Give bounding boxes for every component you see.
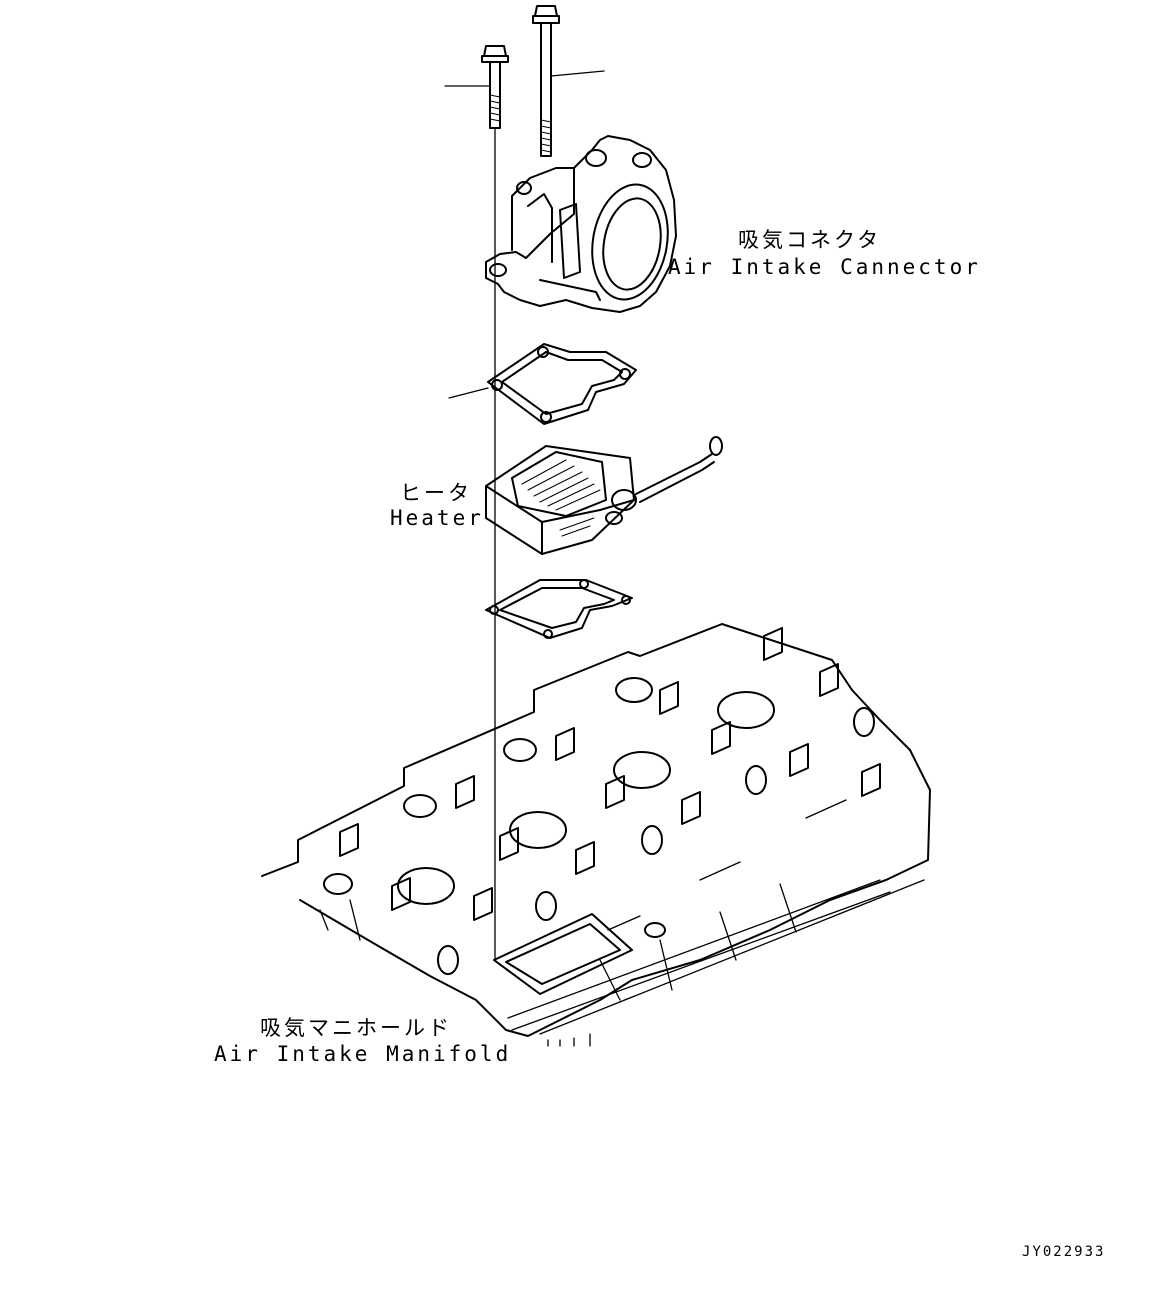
air-intake-connector-label-jp: 吸気コネクタ xyxy=(738,228,882,252)
air-intake-connector-label-en: Air Intake Cannector xyxy=(668,255,981,279)
heater-label-en: Heater xyxy=(390,506,484,530)
air-intake-manifold-label-en: Air Intake Manifold xyxy=(214,1042,512,1066)
air-intake-connector xyxy=(485,135,677,313)
upper-gasket xyxy=(448,343,637,425)
air-intake-manifold-label-jp: 吸気マニホールド xyxy=(260,1016,452,1040)
bolt-short xyxy=(444,45,509,129)
cylinder-head xyxy=(261,623,931,1047)
heater-label-jp: ヒータ xyxy=(400,481,472,505)
lower-gasket xyxy=(485,579,633,639)
drawing-code: JY022933 xyxy=(1022,1244,1106,1260)
heater xyxy=(485,436,723,555)
bolt-long xyxy=(532,5,605,157)
